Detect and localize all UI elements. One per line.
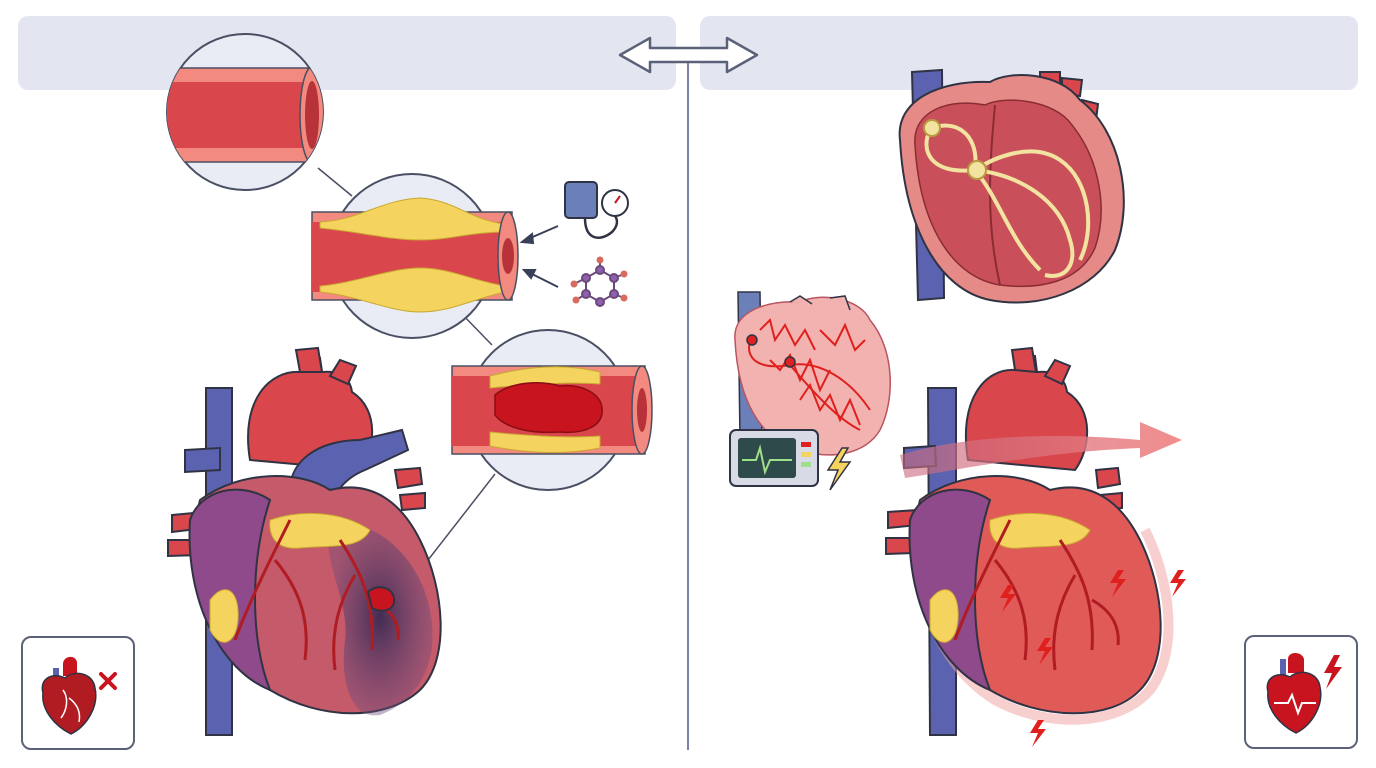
arrhythmia-heart <box>734 291 891 456</box>
normal-conduction-heart <box>898 68 1125 304</box>
cardiac-arrest-heart <box>885 346 1174 736</box>
clot-artery-zoom <box>451 329 653 491</box>
blood-flow-arrow <box>900 422 1182 478</box>
heart-attack-badge <box>21 636 135 750</box>
heart-with-lightning-icon <box>1266 653 1342 734</box>
electric-spark-icons <box>1000 570 1186 747</box>
lightning-bolt-icon <box>826 447 852 491</box>
cardiac-arrest-badge <box>1244 635 1358 749</box>
plaque-artery-zoom <box>311 173 519 339</box>
healthy-artery-zoom <box>166 33 324 191</box>
header-bar-left <box>18 16 676 90</box>
double-arrow-icon <box>618 36 759 74</box>
ecg-monitor-icon <box>729 429 819 487</box>
heart-with-x-icon <box>41 656 117 735</box>
heart-attack-heart <box>167 346 442 736</box>
risk-factor-arrows <box>519 225 559 288</box>
center-divider <box>687 60 689 750</box>
molecule-icon <box>570 256 628 307</box>
blood-pressure-cuff-icon <box>564 181 629 240</box>
